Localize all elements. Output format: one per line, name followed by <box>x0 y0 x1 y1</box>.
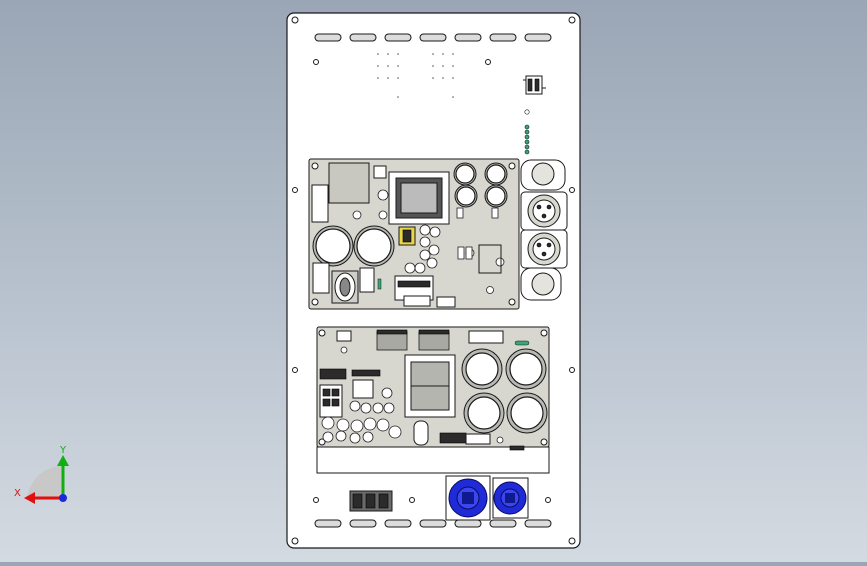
upper-pcb[interactable] <box>308 158 520 310</box>
bottom-vent-slots <box>314 519 552 528</box>
amplifier-panel[interactable] <box>286 12 581 549</box>
orientation-triad: Y X <box>14 445 69 504</box>
z-axis-dot <box>59 494 67 502</box>
xlr-input-connectors[interactable] <box>520 159 568 301</box>
lower-small-components <box>319 368 525 451</box>
lower-filter-capacitors <box>461 348 548 434</box>
led-indicator-column <box>524 109 530 155</box>
vent-dot-pattern <box>377 53 454 98</box>
lower-transformer <box>404 354 456 418</box>
upper-inductor <box>312 262 375 304</box>
upper-transformer <box>388 171 450 225</box>
upper-header-connector <box>394 275 456 308</box>
y-axis-label: Y <box>59 445 67 456</box>
terminal-block[interactable] <box>349 490 415 512</box>
switch-connector <box>523 75 546 95</box>
mounting-holes <box>291 16 576 545</box>
x-axis-label: X <box>14 488 21 499</box>
speaker-output-connectors[interactable] <box>445 475 529 521</box>
upper-filter-capacitors <box>312 162 508 267</box>
triad-plane-indicator <box>27 465 63 500</box>
lower-pcb[interactable] <box>316 326 550 474</box>
top-vent-slots <box>314 33 552 42</box>
lower-transistor-row <box>376 329 450 351</box>
upper-small-components <box>352 189 505 294</box>
upper-led <box>377 278 382 290</box>
